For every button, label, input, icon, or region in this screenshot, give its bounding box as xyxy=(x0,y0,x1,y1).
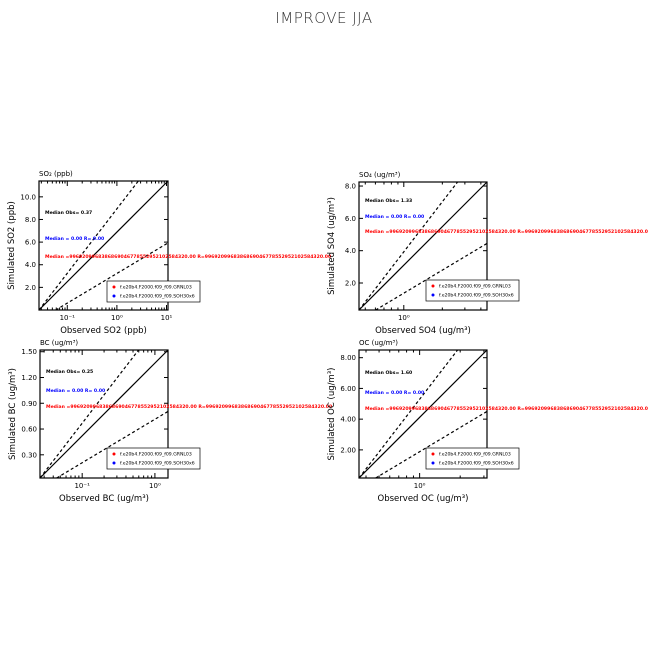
legend-marker-blue xyxy=(112,294,116,298)
y-tick-label: 2.0 xyxy=(345,280,356,288)
x-tick-label: 10¹ xyxy=(161,314,173,322)
y-tick-label: 8.0 xyxy=(25,216,36,224)
median-obs-text: Median Obs= 1.33 xyxy=(365,198,412,204)
y-tick-label: 2.0 xyxy=(25,284,36,292)
one-to-one-line xyxy=(38,180,169,311)
panel-title: SO₄ (ug/m³) xyxy=(359,171,401,179)
legend-entry: f.e20b4.F2000.f09_f09.GRNL03 xyxy=(120,452,192,458)
upper-factor-line xyxy=(39,349,140,479)
median-obs-text: Median Obs= 0.25 xyxy=(46,369,93,375)
legend: f.e20b4.F2000.f09_f09.GRNL03 f.e20b4.F200… xyxy=(425,447,520,470)
legend-marker-blue xyxy=(112,461,116,465)
panel-1: 2.0 4.0 6.0 8.0 10⁰ SO₄ (ug/m³) Observed SO4 (… xyxy=(327,171,648,336)
median-model2-text: Median = 0.00 R= 0.00 xyxy=(45,236,104,242)
legend-entry: f.e20b4.F2000.f09_f09.GRNL03 xyxy=(120,285,192,291)
median-model1-text: Median =99692099683868690467785529521025… xyxy=(46,404,332,410)
legend-marker-red xyxy=(112,452,116,456)
plot-frame xyxy=(38,180,169,311)
y-tick-label: 10.0 xyxy=(20,193,36,201)
legend-box xyxy=(425,447,520,470)
x-axis-label: Observed SO4 (ug/m³) xyxy=(375,326,471,336)
panel-2: 0.30 0.60 0.90 1.20 1.50 10⁻¹ 10⁰ BC (ug/m³) Obs… xyxy=(8,339,332,504)
legend-entry: f.e20b4.F2000.f09_f09.GRNL03 xyxy=(439,284,511,290)
y-tick-label: 0.60 xyxy=(21,426,37,434)
y-axis-label: Simulated SO2 (ppb) xyxy=(7,201,17,290)
x-tick-label: 10⁰ xyxy=(111,314,123,322)
x-axis-label: Observed SO2 (ppb) xyxy=(60,326,147,336)
panel-title: OC (ug/m³) xyxy=(359,339,398,347)
median-model2-text: Median = 0.00 R= 0.00 xyxy=(365,214,424,220)
legend-box xyxy=(106,447,201,470)
one-to-one-line xyxy=(358,349,488,479)
median-obs-text: Median Obs= 1.60 xyxy=(365,370,412,376)
median-obs-text: Median Obs= 0.37 xyxy=(45,210,92,216)
y-tick-label: 0.30 xyxy=(21,451,37,459)
y-tick-label: 4.00 xyxy=(340,416,356,424)
y-axis-label: Simulated OC (ug/m³) xyxy=(327,368,337,461)
y-tick-label: 8.00 xyxy=(340,354,356,362)
x-axis-label: Observed OC (ug/m³) xyxy=(378,494,469,504)
plot-frame xyxy=(358,181,488,311)
y-tick-label: 1.50 xyxy=(21,348,37,356)
y-tick-label: 4.0 xyxy=(25,261,36,269)
y-axis-label: Simulated SO4 (ug/m³) xyxy=(327,197,337,295)
y-tick-label: 1.20 xyxy=(21,374,37,382)
upper-factor-line xyxy=(358,181,459,311)
legend-entry: f.e20b4.F2000.f09_f09.SOH30x6 xyxy=(120,294,195,300)
x-tick-label: 10⁰ xyxy=(149,482,161,490)
legend-marker-red xyxy=(431,452,435,456)
y-tick-label: 4.0 xyxy=(345,247,356,255)
y-tick-label: 8.0 xyxy=(345,183,356,191)
y-tick-label: 6.0 xyxy=(345,215,356,223)
panel-0: 2.0 4.0 6.0 8.0 10.0 10⁻¹ 10⁰ 10¹ SO₂ (ppb) Obser… xyxy=(7,170,331,336)
median-model2-text: Median = 0.00 R= 0.00 xyxy=(365,390,424,396)
legend: f.e20b4.F2000.f09_f09.GRNL03 f.e20b4.F200… xyxy=(106,447,201,470)
median-model1-text: Median =99692099683868690467785529521025… xyxy=(365,406,648,412)
y-tick-label: 6.0 xyxy=(25,239,36,247)
legend-marker-red xyxy=(431,284,435,288)
plot-frame xyxy=(358,349,488,479)
legend-entry: f.e20b4.F2000.f09_f09.SOH30x6 xyxy=(439,461,514,467)
x-tick-label: 10⁰ xyxy=(398,314,410,322)
legend-box xyxy=(425,279,520,302)
legend-box xyxy=(106,280,201,303)
panel-title: SO₂ (ppb) xyxy=(39,170,73,178)
one-to-one-line xyxy=(358,181,488,311)
legend-entry: f.e20b4.F2000.f09_f09.SOH30x6 xyxy=(439,293,514,299)
upper-factor-line xyxy=(358,349,459,479)
x-tick-label: 10⁻¹ xyxy=(74,482,90,490)
y-tick-label: 6.00 xyxy=(340,385,356,393)
y-tick-label: 2.00 xyxy=(340,446,356,454)
legend-entry: f.e20b4.F2000.f09_f09.GRNL03 xyxy=(439,452,511,458)
legend-marker-red xyxy=(112,285,116,289)
figure-title: IMPROVE JJA xyxy=(275,9,373,27)
y-tick-label: 0.90 xyxy=(21,400,37,408)
median-model1-text: Median =99692099683868690467785529521025… xyxy=(365,229,648,235)
legend: f.e20b4.F2000.f09_f09.GRNL03 f.e20b4.F200… xyxy=(106,280,201,303)
legend-marker-blue xyxy=(431,461,435,465)
x-axis-label: Observed BC (ug/m³) xyxy=(59,494,149,504)
one-to-one-line xyxy=(39,349,169,479)
x-tick-label: 10⁻¹ xyxy=(60,314,76,322)
y-axis-label: Simulated BC (ug/m³) xyxy=(8,368,18,460)
legend-entry: f.e20b4.F2000.f09_f09.SOH30x6 xyxy=(120,461,195,467)
median-model2-text: Median = 0.00 R= 0.00 xyxy=(46,388,105,394)
panel-title: BC (ug/m³) xyxy=(40,339,78,347)
panel-3: 2.00 4.00 6.00 8.00 10⁰ OC (ug/m³) Observed OC… xyxy=(327,339,648,504)
legend-marker-blue xyxy=(431,293,435,297)
median-model1-text: Median =99692099683868690467785529521025… xyxy=(45,254,331,260)
legend: f.e20b4.F2000.f09_f09.GRNL03 f.e20b4.F200… xyxy=(425,279,520,302)
x-tick-label: 10⁰ xyxy=(414,482,426,490)
